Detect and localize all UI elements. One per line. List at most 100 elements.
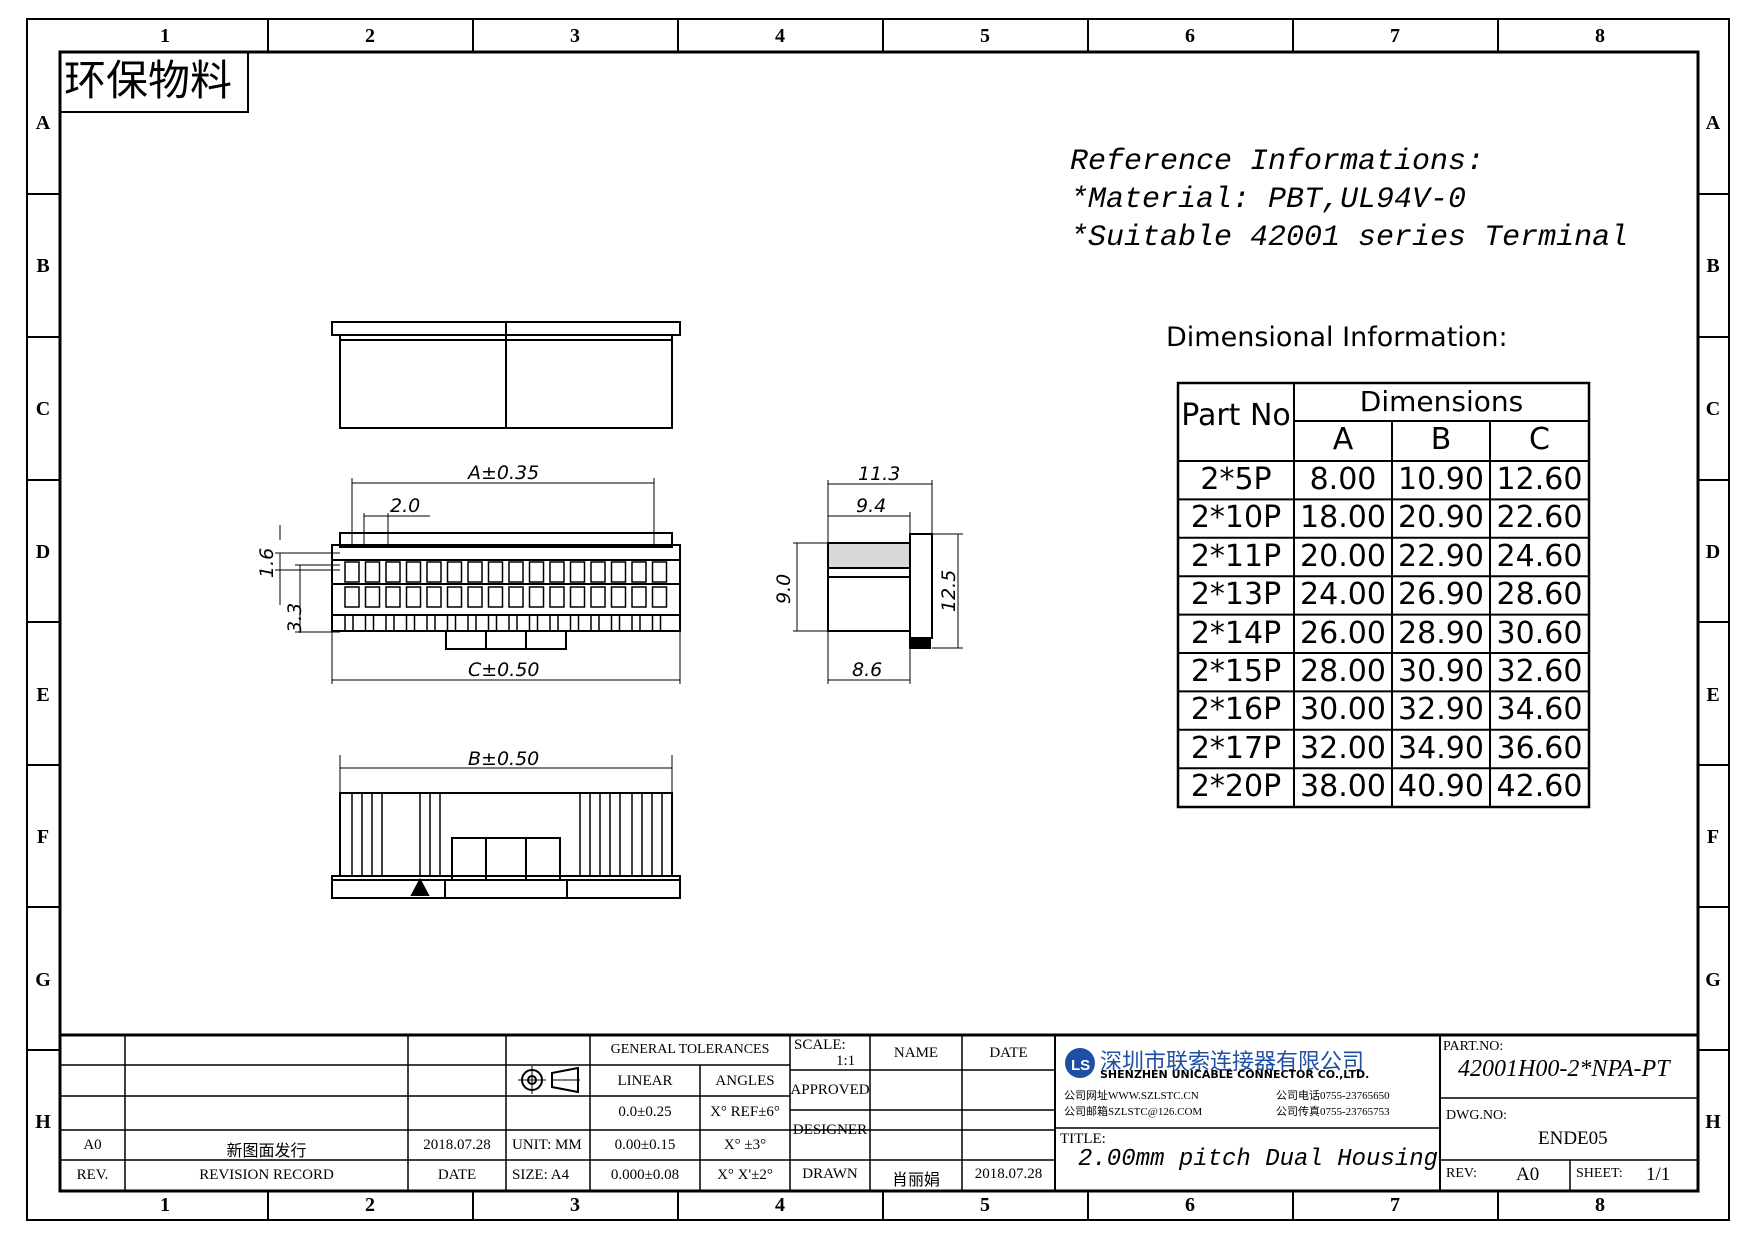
grid-col-1: 1 — [160, 25, 170, 47]
sheet-value: 1/1 — [1646, 1164, 1671, 1185]
contact-cavity — [610, 561, 627, 583]
grid-row-g-right: G — [1705, 969, 1721, 991]
revision-date-header: DATE — [437, 1167, 477, 1183]
table-cell-a: 28.00 — [1300, 654, 1386, 689]
dim-9-4-label: 9.4 — [856, 495, 887, 517]
contact-cavity — [508, 586, 524, 608]
contact-cavity — [405, 561, 422, 583]
table-header-c: C — [1529, 422, 1550, 457]
contact-cavity — [487, 561, 504, 583]
contact-cavity — [590, 586, 606, 608]
drawn-label: DRAWN — [802, 1166, 858, 1182]
revision-description: 新图面发行 — [226, 1143, 307, 1160]
dim-b-label: B±0.50 — [468, 748, 540, 770]
contact-cavity — [528, 561, 545, 583]
table-cell-part: 2*16P — [1190, 692, 1282, 728]
side-view-drawing — [793, 480, 963, 684]
grid-col-3-bottom: 3 — [570, 1194, 580, 1216]
table-cell-part: 2*17P — [1190, 730, 1282, 766]
grid-col-7-bottom: 7 — [1390, 1194, 1400, 1216]
tolerance-angle-1: X° REF±6° — [710, 1104, 780, 1120]
approved-label: APPROVED — [790, 1082, 870, 1098]
table-cell-part: 2*20P — [1190, 769, 1282, 805]
latch-slot — [528, 614, 539, 632]
contact-cavity — [487, 586, 504, 608]
contact-cavity — [631, 586, 647, 608]
table-header-a: A — [1332, 422, 1354, 457]
general-tolerances-label: GENERAL TOLERANCES — [610, 1042, 770, 1057]
table-cell-b: 30.90 — [1398, 654, 1484, 689]
latch-slot — [610, 614, 621, 632]
drawing-title: 2.00mm pitch Dual Housing — [1078, 1146, 1439, 1173]
table-cell-c: 22.60 — [1496, 500, 1583, 536]
table-cell-c: 32.60 — [1496, 654, 1583, 689]
grid-row-b: B — [36, 255, 50, 277]
latch-slot — [487, 614, 498, 632]
latch-slot — [467, 614, 477, 632]
table-cell-b: 26.90 — [1398, 577, 1484, 613]
dim-9-0-label: 9.0 — [773, 573, 795, 604]
contact-cavity — [385, 561, 401, 583]
dim-3-3-label: 3.3 — [284, 602, 306, 633]
contact-cavity — [467, 586, 483, 608]
table-cell-part: 2*15P — [1190, 654, 1282, 689]
latch-slot — [508, 614, 518, 632]
latch-slot — [405, 614, 416, 632]
table-cell-a: 24.00 — [1300, 577, 1386, 613]
designer-label: DESIGNER — [792, 1122, 868, 1138]
revision-record-header: REVISION RECORD — [199, 1167, 334, 1183]
contact-cavity — [405, 586, 422, 608]
reference-title: Reference Informations: — [1070, 145, 1485, 179]
grid-row-d: D — [35, 541, 51, 563]
table-cell-a: 8.00 — [1309, 462, 1377, 497]
contact-cavity — [508, 561, 524, 583]
grid-row-e: E — [36, 684, 50, 706]
grid-col-4-bottom: 4 — [775, 1194, 785, 1216]
table-cell-b: 20.90 — [1398, 500, 1484, 536]
table-cell-b: 34.90 — [1398, 730, 1484, 766]
contact-cavity — [528, 586, 545, 608]
dim-8-6-label: 8.6 — [852, 659, 883, 681]
contact-cavity — [651, 561, 668, 583]
grid-col-1-bottom: 1 — [160, 1194, 170, 1216]
contact-cavity — [426, 561, 442, 583]
tolerance-angle-3: X° X'±2° — [717, 1167, 773, 1183]
eco-material-stamp: 环保物料 — [64, 59, 233, 105]
rev-label: REV: — [1446, 1166, 1477, 1181]
latch-slot — [446, 614, 457, 632]
dimension-table-lines — [1176, 381, 1591, 809]
size-label: SIZE: A4 — [512, 1167, 570, 1183]
grid-row-d-right: D — [1705, 541, 1721, 563]
table-cell-c: 24.60 — [1496, 538, 1583, 574]
table-cell-b: 10.90 — [1398, 462, 1484, 497]
latch-slot — [631, 614, 641, 632]
contact-cavity — [549, 561, 565, 583]
table-cell-c: 42.60 — [1496, 769, 1583, 805]
table-cell-part: 2*10P — [1190, 500, 1282, 536]
drawn-name: 肖丽娟 — [891, 1172, 940, 1189]
table-cell-a: 26.00 — [1300, 615, 1386, 651]
tolerance-linear-1: 0.0±0.25 — [618, 1104, 672, 1120]
table-cell-c: 28.60 — [1496, 577, 1583, 613]
dim-c-label: C±0.50 — [468, 659, 540, 681]
dwg-no-label: DWG.NO: — [1446, 1108, 1508, 1123]
table-cell-a: 20.00 — [1300, 538, 1386, 574]
contact-cavity — [446, 586, 463, 608]
contact-cavity — [446, 561, 463, 583]
latch-slot — [549, 614, 559, 632]
table-cell-a: 38.00 — [1300, 769, 1386, 805]
contact-cavity — [364, 586, 381, 608]
contact-cavity — [364, 561, 381, 583]
grid-col-8-bottom: 8 — [1595, 1194, 1605, 1216]
title-label: TITLE: — [1060, 1131, 1106, 1147]
linear-label: LINEAR — [617, 1073, 673, 1089]
table-header-b: B — [1430, 422, 1452, 457]
tolerance-angle-2: X° ±3° — [723, 1137, 767, 1153]
latch-slot — [426, 614, 436, 632]
part-no-label: PART.NO: — [1443, 1039, 1504, 1054]
company-email: 公司邮箱SZLSTC@126.COM — [1064, 1106, 1203, 1118]
grid-row-c-right: C — [1705, 398, 1721, 420]
date-header: DATE — [989, 1045, 1028, 1061]
table-cell-c: 36.60 — [1496, 730, 1583, 766]
table-cell-b: 40.90 — [1398, 769, 1484, 805]
